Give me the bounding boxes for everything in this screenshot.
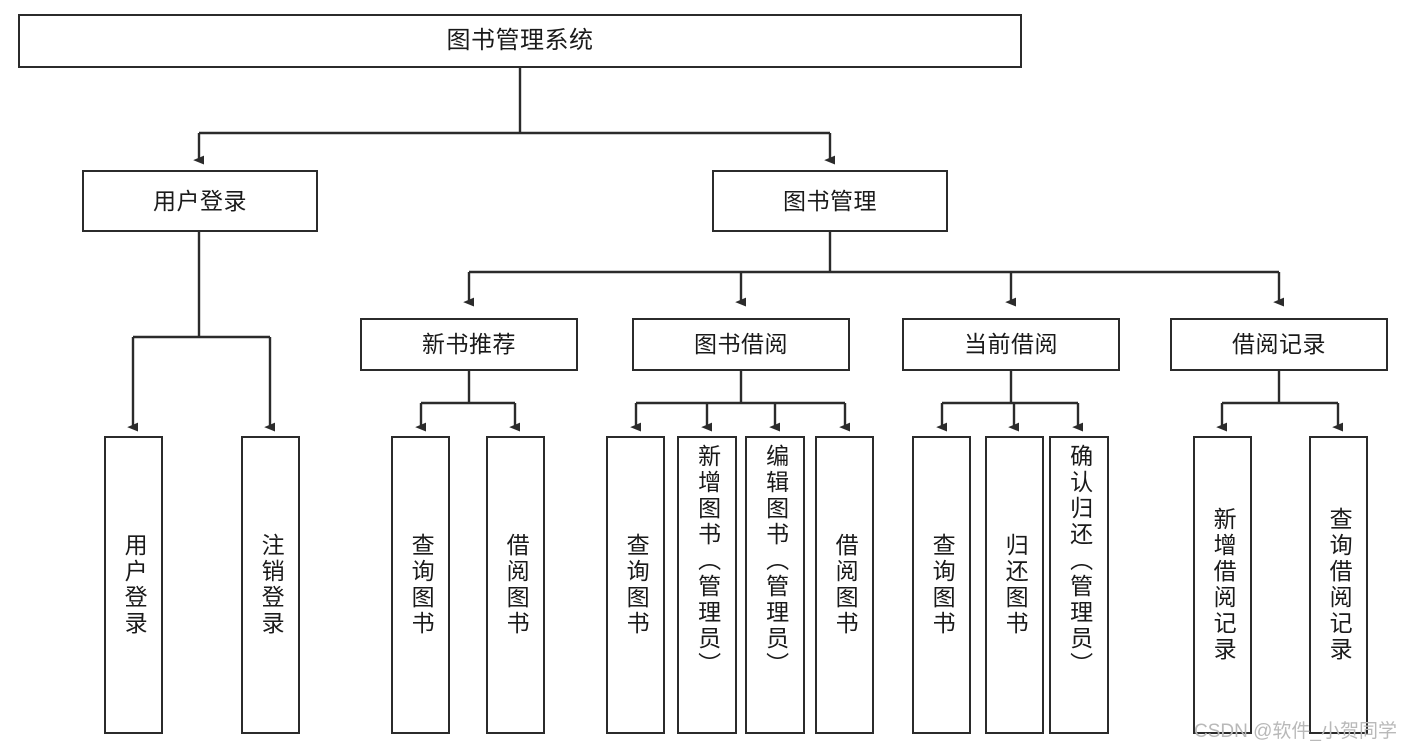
node-leaf-confirm-return[interactable]: 确认归还（管理员）: [1049, 436, 1109, 734]
node-new-book-recommend-label: 新书推荐: [422, 331, 516, 357]
node-leaf-add-book[interactable]: 新增图书（管理员）: [677, 436, 737, 734]
node-user-login[interactable]: 用户登录: [82, 170, 318, 232]
node-leaf-query-book-1-label: 查询图书: [408, 533, 435, 637]
node-leaf-add-record[interactable]: 新增借阅记录: [1193, 436, 1252, 734]
node-leaf-return-book-label: 归还图书: [1002, 533, 1029, 637]
node-root-label: 图书管理系统: [446, 27, 594, 54]
node-book-borrow-label: 图书借阅: [694, 331, 788, 357]
node-leaf-query-book-1[interactable]: 查询图书: [391, 436, 450, 734]
node-book-borrow[interactable]: 图书借阅: [632, 318, 850, 371]
node-leaf-borrow-book-1[interactable]: 借阅图书: [486, 436, 545, 734]
node-current-borrow[interactable]: 当前借阅: [902, 318, 1120, 371]
node-leaf-borrow-book-2-label: 借阅图书: [832, 533, 859, 637]
node-leaf-add-book-label: 新增图书（管理员）: [694, 444, 721, 678]
node-leaf-borrow-book-1-label: 借阅图书: [503, 533, 530, 637]
node-root[interactable]: 图书管理系统: [18, 14, 1022, 68]
node-leaf-edit-book[interactable]: 编辑图书（管理员）: [745, 436, 805, 734]
node-book-manage-label: 图书管理: [783, 187, 877, 214]
node-book-manage[interactable]: 图书管理: [712, 170, 948, 232]
node-leaf-user-login-label: 用户登录: [121, 533, 148, 637]
node-leaf-confirm-return-label: 确认归还（管理员）: [1066, 444, 1093, 678]
node-leaf-return-book[interactable]: 归还图书: [985, 436, 1044, 734]
node-leaf-user-login[interactable]: 用户登录: [104, 436, 163, 734]
node-leaf-query-book-3[interactable]: 查询图书: [912, 436, 971, 734]
node-borrow-record-label: 借阅记录: [1232, 331, 1326, 357]
node-leaf-query-book-2[interactable]: 查询图书: [606, 436, 665, 734]
node-leaf-query-book-2-label: 查询图书: [623, 533, 650, 637]
csdn-watermark: CSDN @软件_小贺同学: [1194, 721, 1397, 742]
node-leaf-edit-book-label: 编辑图书（管理员）: [762, 444, 789, 678]
node-current-borrow-label: 当前借阅: [964, 331, 1058, 357]
node-leaf-user-logout[interactable]: 注销登录: [241, 436, 300, 734]
node-user-login-label: 用户登录: [153, 187, 247, 214]
node-leaf-user-logout-label: 注销登录: [258, 533, 285, 637]
node-borrow-record[interactable]: 借阅记录: [1170, 318, 1388, 371]
node-leaf-query-record-label: 查询借阅记录: [1326, 507, 1353, 663]
node-leaf-borrow-book-2[interactable]: 借阅图书: [815, 436, 874, 734]
node-leaf-add-record-label: 新增借阅记录: [1210, 507, 1237, 663]
node-new-book-recommend[interactable]: 新书推荐: [360, 318, 578, 371]
node-leaf-query-book-3-label: 查询图书: [929, 533, 956, 637]
node-leaf-query-record[interactable]: 查询借阅记录: [1309, 436, 1368, 734]
